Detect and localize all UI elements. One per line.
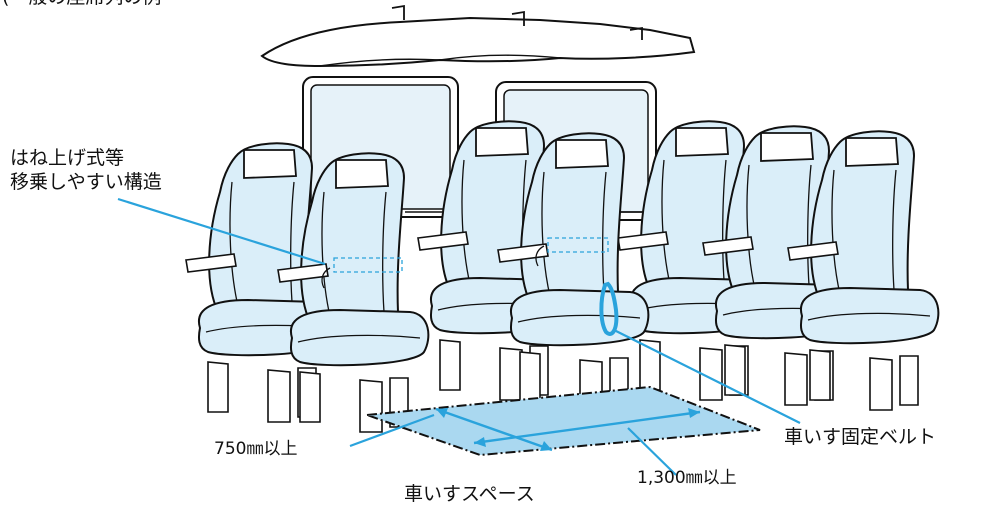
flip-up-armrest-indicator bbox=[321, 237, 609, 289]
min-width-label: 750㎜以上 bbox=[214, 439, 298, 459]
wheelchair-belt bbox=[599, 281, 619, 336]
leader-lines bbox=[117, 197, 801, 476]
luggage-rack bbox=[260, 4, 696, 68]
partial-heading: (一般の座席列の例 bbox=[2, 0, 161, 9]
min-length-label: 1,300㎜以上 bbox=[637, 468, 737, 488]
wheelchair-space-area bbox=[366, 385, 761, 457]
wheelchair-space-label: 車いすスペース bbox=[404, 483, 535, 505]
wheelchair-belt-label: 車いす固定ベルト bbox=[784, 426, 937, 448]
dimension-arrows bbox=[435, 407, 701, 452]
spring-seat-label-line2: 移乗しやすい構造 bbox=[10, 171, 162, 193]
spring-seat-label-line1: はね上げ式等 bbox=[10, 147, 125, 169]
spring-seat-label: はね上げ式等 移乗しやすい構造 bbox=[10, 146, 162, 194]
